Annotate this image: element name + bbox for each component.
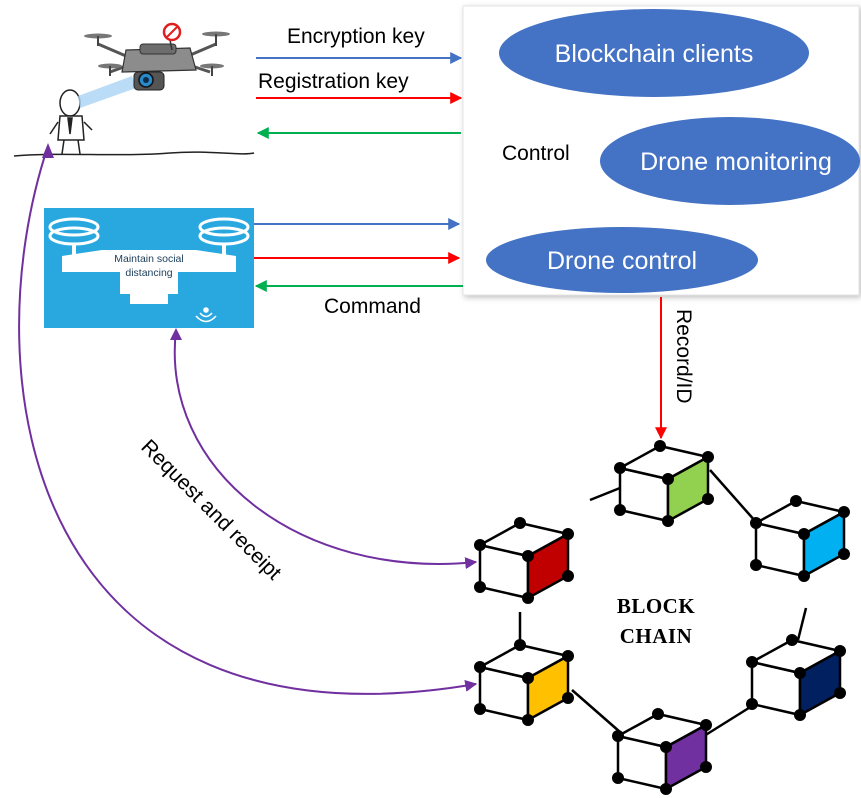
block-node-dot <box>614 462 626 474</box>
block-node-dot <box>654 440 666 452</box>
block-lower-right <box>746 634 846 721</box>
drone-monitoring-oval <box>600 117 860 205</box>
request-curve-outer <box>18 145 478 695</box>
chain-link <box>709 469 757 523</box>
block-lower-left <box>474 639 574 726</box>
block-node-dot <box>474 539 486 551</box>
block-node-dot <box>562 650 574 662</box>
wifi-signal-icon <box>195 307 217 323</box>
block-node-dot <box>750 517 762 529</box>
block-node-dot <box>562 570 574 582</box>
banner-arrows <box>254 218 463 292</box>
block-upper-right <box>750 495 850 582</box>
blockchain-title-line2: CHAIN <box>620 624 693 648</box>
block-node-dot <box>660 741 672 753</box>
blockchain-clients-oval <box>499 9 809 97</box>
top-arrows <box>256 52 463 139</box>
block-node-dot <box>700 761 712 773</box>
block-node-dot <box>834 687 846 699</box>
block-node-dot <box>794 709 806 721</box>
block-node-dot <box>522 592 534 604</box>
block-upper-left <box>474 517 574 604</box>
block-node-dot <box>838 506 850 518</box>
block-node-dot <box>746 698 758 710</box>
drone-control-oval <box>486 227 758 293</box>
block-bottom <box>612 708 712 795</box>
block-node-dot <box>614 504 626 516</box>
request-arrowhead-up <box>42 143 54 158</box>
block-node-dot <box>702 451 714 463</box>
ground-line <box>13 151 255 157</box>
record-id-label: Record/ID <box>672 309 695 404</box>
chain-blocks <box>474 440 850 795</box>
block-top <box>614 440 714 527</box>
block-node-dot <box>750 559 762 571</box>
chain-link <box>703 704 753 738</box>
block-node-dot <box>522 714 534 726</box>
block-node-dot <box>702 493 714 505</box>
blockchain-ring <box>474 440 850 795</box>
drone-monitoring-label: Drone monitoring <box>640 148 832 176</box>
block-node-dot <box>514 517 526 529</box>
request-curve-inner <box>173 329 478 570</box>
block-node-dot <box>522 672 534 684</box>
block-node-dot <box>474 661 486 673</box>
block-node-dot <box>660 783 672 795</box>
control-label: Control <box>502 142 570 165</box>
chain-links <box>518 469 808 738</box>
drone-control-label: Drone control <box>547 247 697 275</box>
banner-text-line2: distancing <box>125 267 172 279</box>
banner-text-line1: Maintain social <box>114 253 183 265</box>
block-node-dot <box>746 656 758 668</box>
block-node-dot <box>794 667 806 679</box>
camera-beam <box>78 76 136 108</box>
block-node-dot <box>700 719 712 731</box>
block-node-dot <box>798 528 810 540</box>
block-node-dot <box>662 473 674 485</box>
person-sketch-icon <box>49 89 93 155</box>
block-node-dot <box>612 730 624 742</box>
block-node-dot <box>562 692 574 704</box>
encryption-key-label: Encryption key <box>287 25 425 48</box>
block-node-dot <box>834 645 846 657</box>
command-label: Command <box>324 295 421 318</box>
chain-link <box>589 486 621 502</box>
block-node-dot <box>662 515 674 527</box>
request-arrowhead-banner <box>170 328 182 340</box>
block-node-dot <box>514 639 526 651</box>
block-node-dot <box>612 772 624 784</box>
drone-camera-icon <box>84 31 230 91</box>
social-distancing-banner: Maintain social distancing <box>44 208 254 328</box>
blockchain-title-line1: BLOCK <box>617 594 696 618</box>
chain-link <box>571 689 621 733</box>
registration-key-label: Registration key <box>258 70 409 93</box>
block-node-dot <box>838 548 850 560</box>
block-node-dot <box>474 581 486 593</box>
block-node-dot <box>786 634 798 646</box>
block-node-dot <box>474 703 486 715</box>
chain-link <box>796 607 808 641</box>
block-node-dot <box>798 570 810 582</box>
request-receipt-label: Request and receipt <box>136 435 285 584</box>
drone-illustration <box>13 22 255 157</box>
blockchain-clients-label: Blockchain clients <box>555 40 754 68</box>
block-node-dot <box>562 528 574 540</box>
block-node-dot <box>790 495 802 507</box>
prohibited-sign-icon <box>162 22 182 51</box>
block-node-dot <box>522 550 534 562</box>
block-node-dot <box>652 708 664 720</box>
